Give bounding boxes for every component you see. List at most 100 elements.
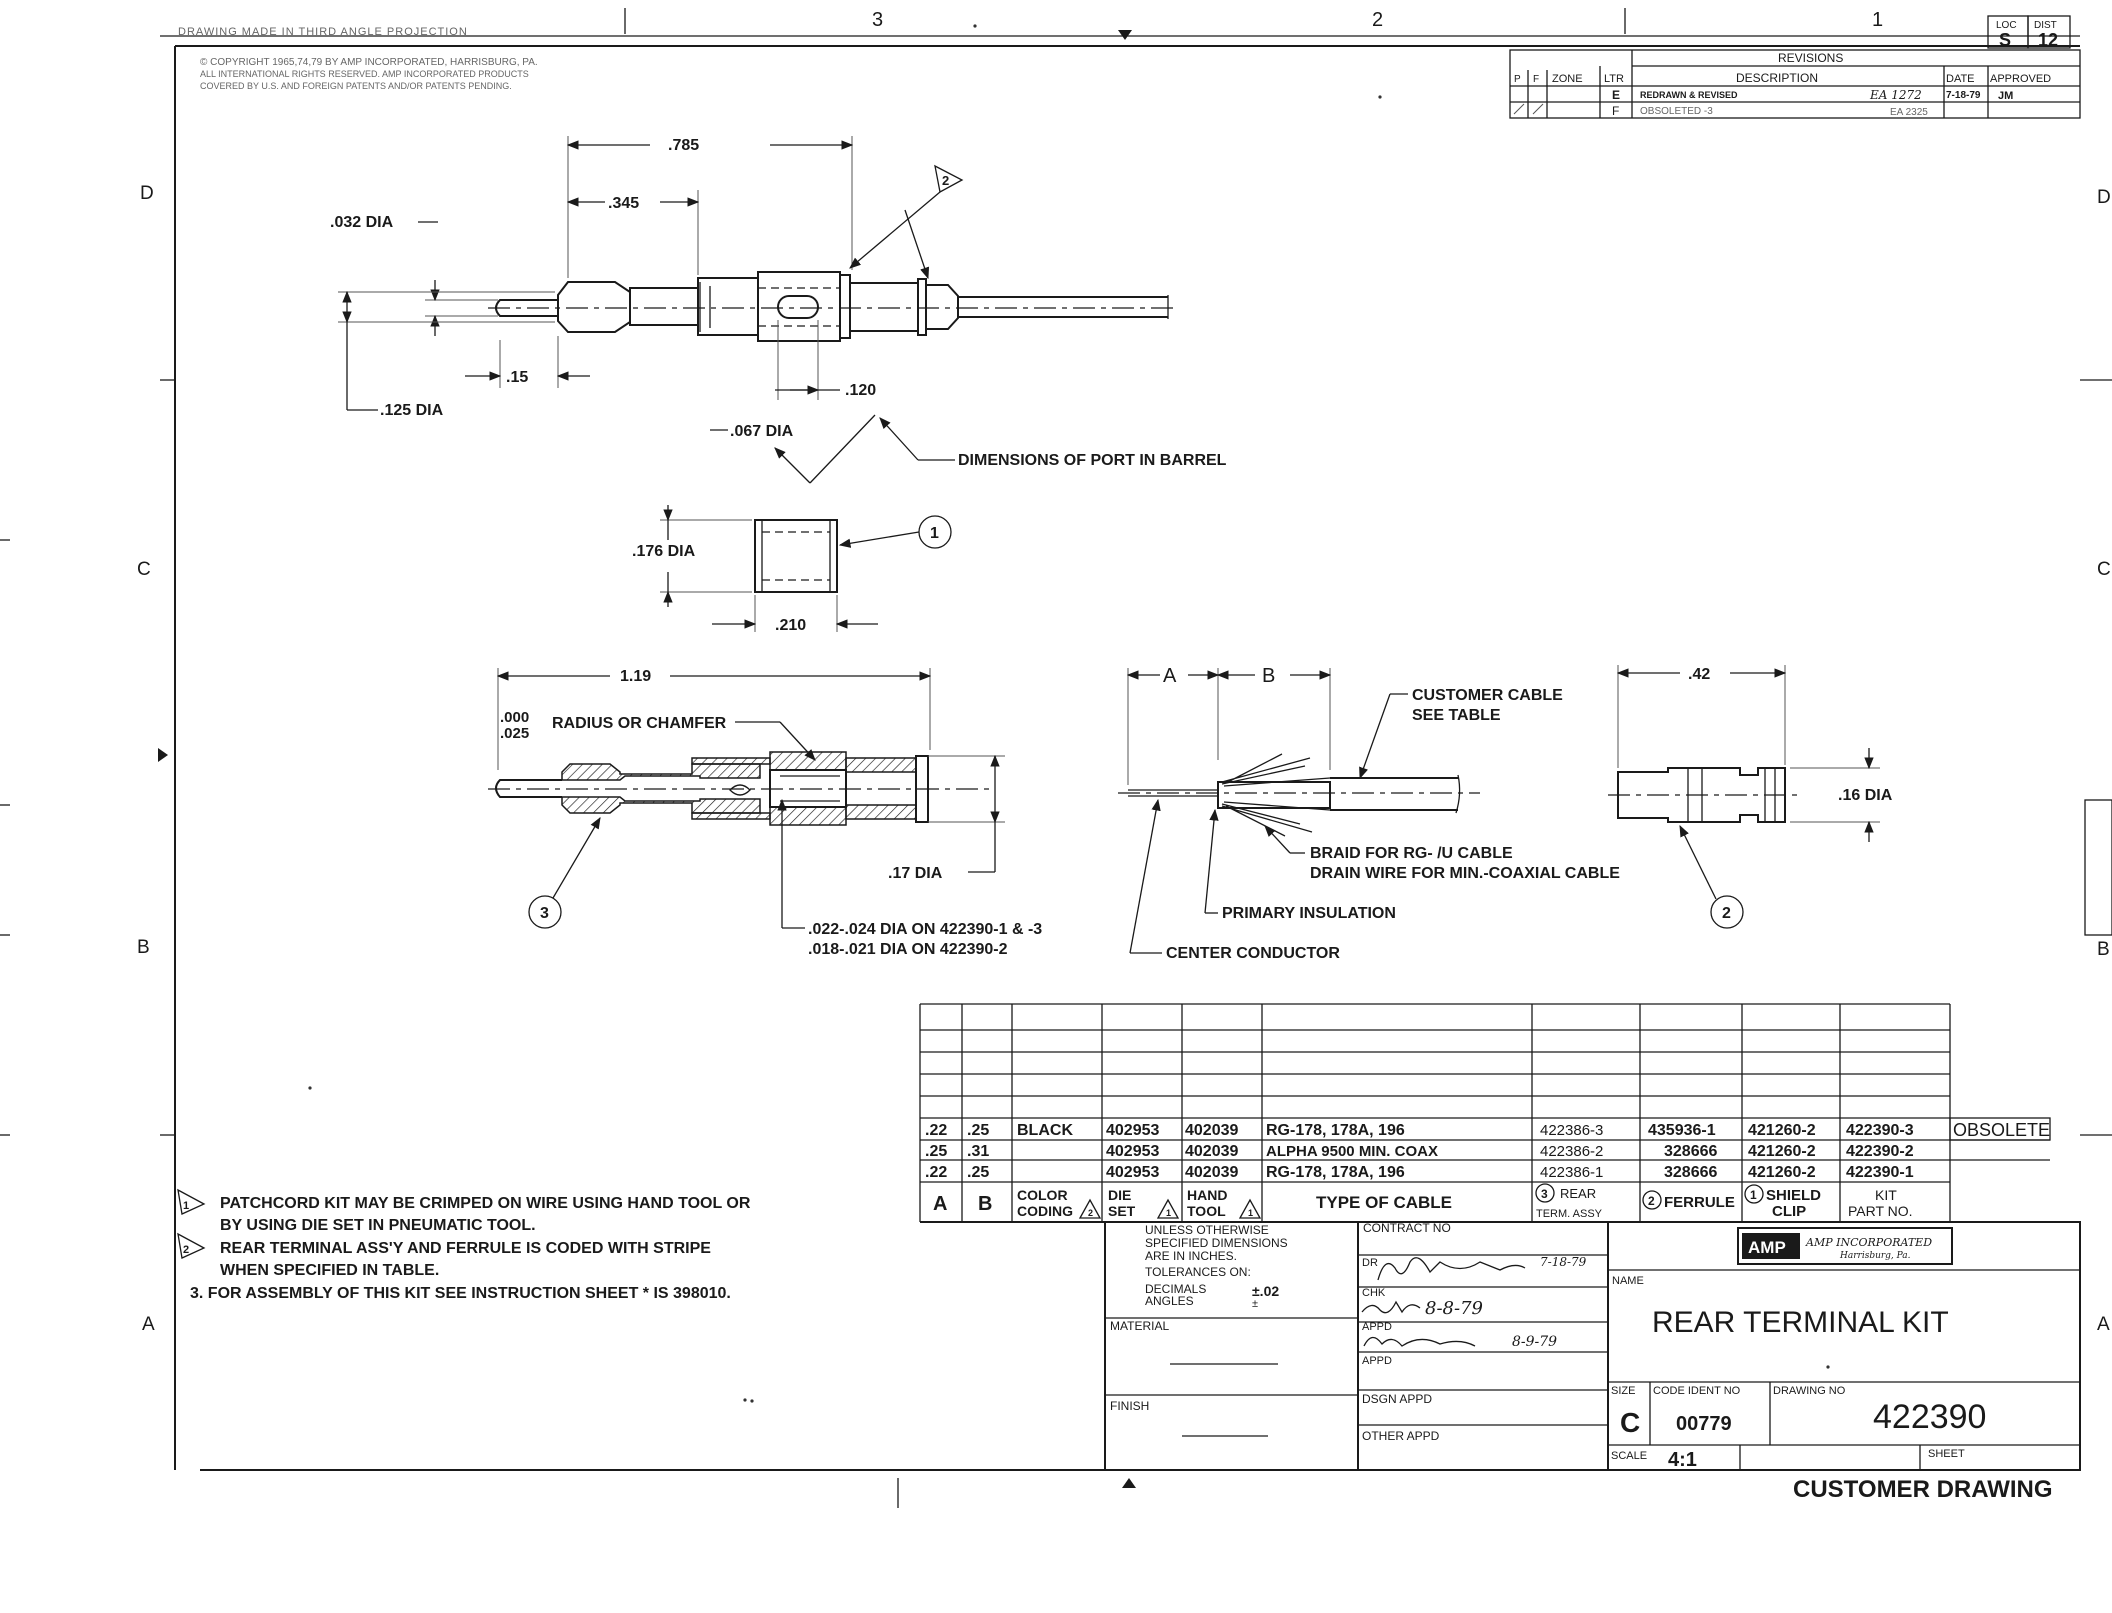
row3-kit: 422390-1 [1846, 1164, 1914, 1181]
amp-logo-box [1737, 1227, 1953, 1265]
svg-text:HAND: HAND [1187, 1187, 1227, 1203]
row2-rear: 422386-2 [1540, 1143, 1603, 1160]
row1-color: BLACK [1017, 1122, 1073, 1139]
cable-strip-view: A B CUSTOMER CABLE SEE TABLE BRAID FOR R… [1118, 665, 1620, 962]
svg-text:UNLESS OTHERWISE: UNLESS OTHERWISE [1145, 1223, 1269, 1237]
amp-logo-icon [1742, 1233, 1800, 1259]
revisions-title: REVISIONS [1778, 51, 1843, 65]
svg-text:TOLERANCES ON:: TOLERANCES ON: [1145, 1265, 1251, 1279]
revisions-block: REVISIONS P F ZONE LTR DESCRIPTION DATE … [1509, 49, 2081, 119]
company-city: Harrisburg, Pa. [1839, 1251, 1911, 1261]
checker-signature [1361, 1300, 1421, 1314]
dim-210: .210 [775, 617, 806, 634]
row3-cable: RG-178, 178A, 196 [1266, 1164, 1405, 1181]
title-block: UNLESS OTHERWISE SPECIFIED DIMENSIONS AR… [1104, 1221, 2081, 1471]
radius-bottom: .025 [500, 725, 529, 742]
border-frame [0, 8, 2112, 1508]
svg-text:LOC: LOC [1996, 20, 2017, 31]
dist-value: 12 [2038, 30, 2058, 50]
balloon-3 [528, 895, 562, 929]
radius-top: .000 [500, 709, 529, 726]
svg-text:COLOR: COLOR [1017, 1187, 1068, 1203]
row2-shield: 421260-2 [1748, 1143, 1816, 1160]
svg-text:1: 1 [1750, 1188, 1757, 1202]
note-2-triangle-notes [177, 1232, 206, 1259]
svg-text:1: 1 [930, 525, 939, 542]
svg-text:DESCRIPTION: DESCRIPTION [1736, 71, 1818, 85]
drawing-size: C [1620, 1407, 1640, 1438]
customer-cable-2: SEE TABLE [1412, 707, 1501, 724]
rev-e-date: 7-18-79 [1946, 90, 1981, 101]
row1-rear: 422386-3 [1540, 1122, 1603, 1139]
note-1-triangle [177, 1188, 206, 1215]
row3-shield: 421260-2 [1748, 1164, 1816, 1181]
company-name: AMP INCORPORATED [1805, 1236, 1932, 1249]
svg-text:PART NO.: PART NO. [1848, 1203, 1913, 1219]
hdr-a: A [933, 1193, 947, 1215]
zone-row-b-right: B [2097, 939, 2110, 960]
row1-shield: 421260-2 [1748, 1122, 1816, 1139]
row1-status: OBSOLETE [1953, 1120, 2050, 1140]
strip-a: A [1163, 665, 1177, 687]
zone-col-1: 1 [1872, 9, 1883, 31]
radius-note: RADIUS OR CHAMFER [552, 715, 727, 732]
svg-text:TERM. ASSY: TERM. ASSY [1536, 1208, 1603, 1220]
hdr-ferrule: FERRULE [1664, 1194, 1735, 1211]
dim-345: .345 [608, 195, 639, 212]
pin-dia-2: .018-.021 DIA ON 422390-2 [808, 941, 1008, 958]
row3-die: 402953 [1106, 1164, 1159, 1181]
zone-row-a-left: A [142, 1314, 155, 1335]
svg-text:DR: DR [1362, 1257, 1378, 1269]
rev-f-ref: EA 2325 [1890, 107, 1928, 118]
tolerance-decimals: ±.02 [1252, 1283, 1279, 1299]
svg-text:FINISH: FINISH [1110, 1399, 1149, 1413]
center-mark-left [158, 748, 168, 762]
hdr-cable: TYPE OF CABLE [1316, 1193, 1452, 1212]
dims-section-view: 1.19 .000 .025 RADIUS OR CHAMFER .17 DIA… [496, 668, 1042, 958]
row1-tool: 402039 [1185, 1122, 1238, 1139]
svg-text:APPD: APPD [1362, 1355, 1392, 1367]
note-2-line-2: WHEN SPECIFIED IN TABLE. [220, 1262, 439, 1279]
zone-row-d-left: D [140, 183, 154, 204]
svg-text:DSGN APPD: DSGN APPD [1362, 1392, 1432, 1406]
note-1-line-1: PATCHCORD KIT MAY BE CRIMPED ON WIRE USI… [220, 1195, 751, 1212]
svg-text:SHIELD: SHIELD [1766, 1187, 1821, 1204]
dim-120: .120 [845, 382, 876, 399]
note-2-line-1: REAR TERMINAL ASS'Y AND FERRULE IS CODED… [220, 1240, 711, 1257]
dim-15: .15 [506, 369, 528, 386]
row2-kit: 422390-2 [1846, 1143, 1914, 1160]
row1-b: .25 [967, 1122, 989, 1139]
svg-text:1: 1 [183, 1200, 189, 1212]
row1-kit: 422390-3 [1846, 1122, 1914, 1139]
center-mark-bottom [1122, 1478, 1136, 1488]
rev-check-marks [1513, 103, 1544, 115]
svg-text:SPECIFIED DIMENSIONS: SPECIFIED DIMENSIONS [1145, 1236, 1288, 1250]
dr-date: 7-18-79 [1540, 1255, 1587, 1269]
row2-ferrule: 328666 [1664, 1143, 1717, 1160]
zone-row-a-right: A [2097, 1314, 2110, 1335]
svg-text:CLIP: CLIP [1772, 1203, 1806, 1220]
port-note: DIMENSIONS OF PORT IN BARREL [958, 452, 1227, 469]
row2-tool: 402039 [1185, 1143, 1238, 1160]
svg-text:3: 3 [540, 905, 549, 922]
row1-ferrule: 435936-1 [1648, 1122, 1716, 1139]
svg-text:REAR: REAR [1560, 1186, 1596, 1201]
approver-signature [1363, 1336, 1476, 1347]
svg-text:CHK: CHK [1362, 1287, 1386, 1299]
dim-42: .42 [1688, 666, 1710, 683]
zone-row-b-left: B [137, 937, 150, 958]
rear-terminal-top-view [488, 271, 1175, 342]
svg-text:ANGLES: ANGLES [1145, 1294, 1194, 1308]
svg-text:DATE: DATE [1946, 73, 1975, 85]
svg-text:2: 2 [1088, 1208, 1093, 1218]
svg-text:SCALE: SCALE [1611, 1450, 1647, 1462]
svg-text:KIT: KIT [1875, 1187, 1897, 1203]
balloon-2 [1710, 895, 1744, 929]
note-1-line-2: BY USING DIE SET IN PNEUMATIC TOOL. [220, 1217, 536, 1234]
rev-f-description: OBSOLETED -3 [1640, 106, 1713, 117]
general-notes: 1 PATCHCORD KIT MAY BE CRIMPED ON WIRE U… [177, 1188, 751, 1302]
dim-785: .785 [668, 137, 699, 154]
svg-text:DECIMALS: DECIMALS [1145, 1282, 1206, 1296]
row1-cable: RG-178, 178A, 196 [1266, 1122, 1405, 1139]
row3-b: .25 [967, 1164, 989, 1181]
